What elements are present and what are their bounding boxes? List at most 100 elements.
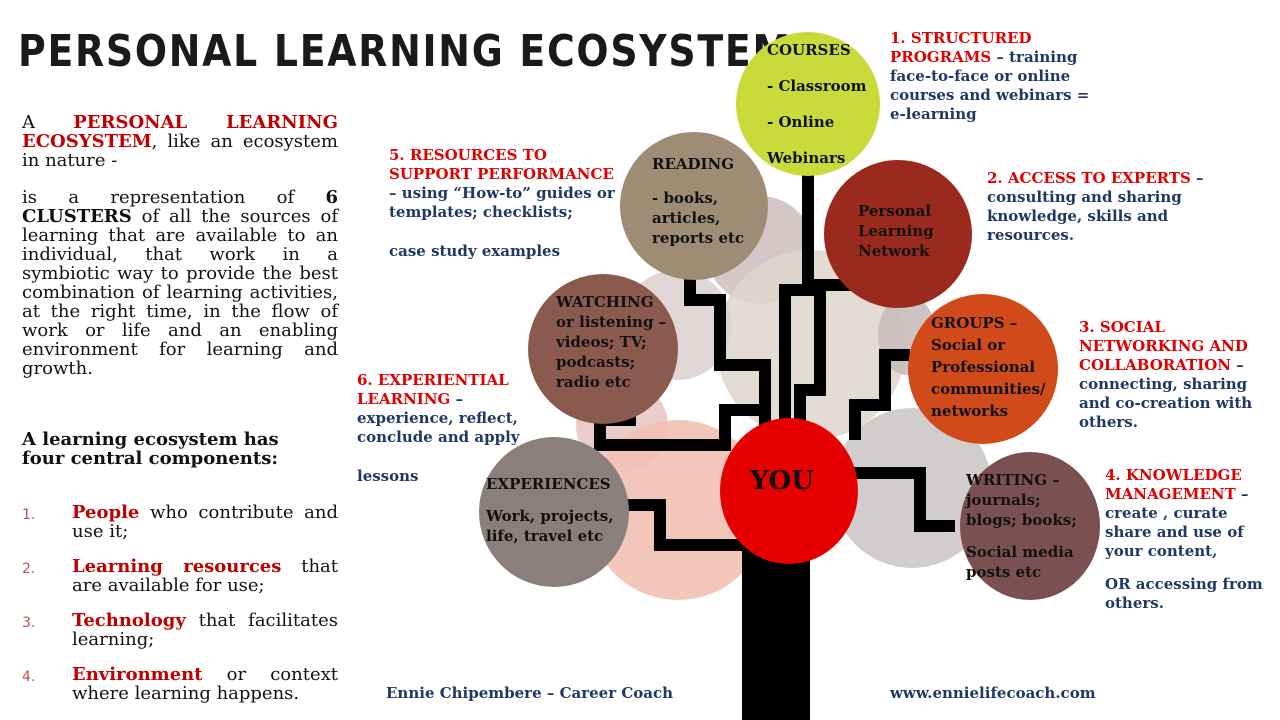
groups-line: Social or [931,336,1006,354]
courses-circle [736,32,880,176]
component-rest: who contribute and use it; [72,502,338,542]
caption-heading: 2. ACCESS TO EXPERTS [987,169,1191,187]
component-number: 3. [22,615,36,631]
component-number: 2. [22,561,36,577]
watching-line: or listening – [556,313,667,331]
watching-line: WATCHING [556,293,654,311]
watching-circle [528,274,678,424]
watching-line: videos; TV; [556,333,647,351]
you-label: YOU [750,466,814,496]
groups-line: communities/ [931,380,1046,398]
reading-line: reports etc [652,229,745,247]
caption-heading: 5. RESOURCES TO SUPPORT PERFORMANCE [389,146,614,183]
caption-knowledge-management: 4. KNOWLEDGE MANAGEMENT – create , curat… [1105,466,1275,613]
component-item: 1. People who contribute and use it; [22,503,338,541]
courses-line: COURSES [767,41,851,59]
caption-heading: 3. SOCIAL NETWORKING AND COLLABORATION [1079,318,1248,374]
reading-text: READING - books, articles, reports etc [652,154,744,248]
writing-text: WRITING – journals; blogs; books; Social… [966,470,1077,582]
caption-body: – consulting and sharing knowledge, skil… [987,169,1204,244]
component-rest: that facilitates learning; [72,610,338,650]
reading-line: - books, [652,189,719,207]
caption-extra: case study examples [389,242,561,260]
pln-circle [824,160,972,308]
courses-line: - Online [767,113,835,131]
component-item: 2. Learning resources that are available… [22,557,338,595]
watching-line: podcasts; [556,353,636,371]
groups-line: GROUPS – [931,314,1018,332]
writing-circle [960,452,1100,600]
caption-body: – create , curate share and use of your … [1105,485,1249,560]
footer-website: www.ennielifecoach.com [890,684,1096,702]
experiences-text: EXPERIENCES Work, projects, life, travel… [486,474,613,546]
experiences-line: EXPERIENCES [486,475,611,493]
intro-highlight: PERSONAL LEARNING ECOSYSTEM [22,112,338,152]
components-heading: A learning ecosystem has four central co… [22,429,279,469]
branch-courses [779,170,814,425]
component-key: Technology [72,610,186,631]
component-key: People [72,502,140,523]
caption-structured-programs: 1. STRUCTURED PROGRAMS – training face-t… [890,29,1105,124]
courses-text: COURSES - Classroom - Online Webinars [767,40,866,168]
caption-body: – experience, reflect, conclude and appl… [357,390,520,446]
caption-extra: lessons [357,467,419,485]
caption-heading: 6. EXPERIENTIAL LEARNING [357,371,509,408]
experiences-line: Work, projects, [486,507,614,525]
intro-clusters: 6 CLUSTERS [22,187,338,227]
branch-watching [594,380,765,451]
experiences-line: life, travel etc [486,527,604,545]
intro-b: , like an ecosystem in nature - [22,131,338,171]
intro-d: of all the sources of learning that are … [22,206,338,379]
branch-pln [794,279,865,430]
pln-line: Learning [858,222,934,240]
caption-heading: 4. KNOWLEDGE MANAGEMENT [1105,466,1242,503]
intro-paragraph-1: A PERSONAL LEARNING ECOSYSTEM, like an e… [22,113,338,170]
groups-line: Professional [931,358,1036,376]
caption-social-networking: 3. SOCIAL NETWORKING AND COLLABORATION –… [1079,318,1275,432]
caption-access-to-experts: 2. ACCESS TO EXPERTS – consulting and sh… [987,169,1227,245]
caption-body: – connecting, sharing and co-creation wi… [1079,356,1253,431]
groups-text: GROUPS – Social or Professional communit… [931,312,1046,422]
page-title: PERSONAL LEARNING ECOSYSTEM [18,26,792,77]
component-key: Environment [72,664,203,685]
reading-line: READING [652,155,735,173]
writing-line: WRITING – [966,471,1060,489]
branch-reading [684,240,771,425]
pln-line: Personal [858,202,932,220]
caption-body: – using “How-to” guides or templates; ch… [389,184,615,221]
watching-text: WATCHING or listening – videos; TV; podc… [556,292,666,392]
experiences-circle [479,437,629,587]
intro-paragraph-2: is a representation of 6 CLUSTERS of all… [22,188,338,378]
writing-line: journals; [966,491,1041,509]
component-item: 4. Environment or context where learning… [22,665,338,703]
groups-circle [908,294,1058,444]
caption-heading: 1. STRUCTURED PROGRAMS [890,29,1032,66]
watching-line: radio etc [556,373,631,391]
component-number: 4. [22,669,36,685]
intro-c: is a representation of [22,187,295,208]
writing-line: posts etc [966,563,1042,581]
courses-line: - Classroom [767,77,867,95]
caption-resources: 5. RESOURCES TO SUPPORT PERFORMANCE – us… [389,146,619,261]
component-rest: or context where learning happens. [72,664,338,704]
component-key: Learning resources [72,556,282,577]
component-item: 3. Technology that facilitates learning; [22,611,338,649]
writing-line: blogs; books; [966,511,1077,529]
caption-experiential-learning: 6. EXPERIENTIAL LEARNING – experience, r… [357,371,527,486]
footer-author: Ennie Chipembere – Career Coach [386,684,674,702]
caption-extra: OR accessing from others. [1105,575,1263,612]
branch-groups [849,349,910,440]
pln-line: Network [858,242,930,260]
component-rest: that are available for use; [72,556,339,596]
courses-line: Webinars [767,149,846,167]
you-circle [720,418,858,564]
component-number: 1. [22,507,36,523]
branch-experiences [625,499,760,551]
reading-line: articles, [652,209,721,227]
pln-text: Personal Learning Network [858,201,934,261]
caption-body: – training face-to-face or online course… [890,48,1090,123]
groups-line: networks [931,402,1009,420]
branch-writing [850,467,955,532]
writing-line: Social media [966,543,1074,561]
reading-circle [620,132,768,280]
